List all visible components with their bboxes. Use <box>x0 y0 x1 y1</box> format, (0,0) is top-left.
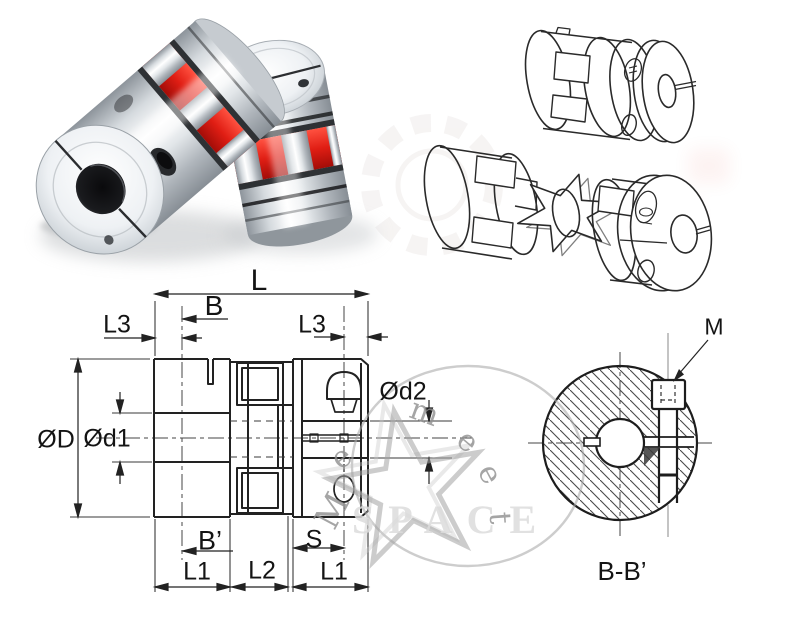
section-label-M: M <box>704 313 724 340</box>
section-view <box>528 333 714 537</box>
assembled-screw-hole <box>621 113 637 137</box>
assembled-slit <box>674 80 697 91</box>
slit-wedge <box>644 447 661 466</box>
dim-label-L2: L2 <box>248 556 276 585</box>
spider-element <box>516 173 624 257</box>
bore-hole <box>75 163 126 215</box>
clamp-screw-head <box>650 378 687 411</box>
dim-label-B-prime: B’ <box>197 525 223 556</box>
photo-coupling-right <box>218 39 353 247</box>
product-photo <box>35 18 378 262</box>
dim-label-L3-right: L3 <box>298 310 326 339</box>
m-leader <box>677 339 709 376</box>
watermark-letter: t <box>482 511 518 525</box>
dim-label-L3-left: L3 <box>103 310 131 339</box>
dimension-drawing <box>70 289 472 592</box>
section-caption: B-B’ <box>597 556 647 586</box>
assembled-drawing <box>524 26 697 144</box>
face-slit <box>54 139 147 238</box>
watermark-faint-text: SPACE <box>352 497 550 542</box>
dim-label-L: L <box>250 264 268 297</box>
dim-label-Od2: Ød2 <box>379 377 427 406</box>
dim-label-L1-left: L1 <box>183 557 211 586</box>
dim-label-Od1: Ød1 <box>83 424 131 453</box>
top-bolt-hole <box>298 79 309 88</box>
exploded-bore <box>670 214 698 254</box>
dim-label-S: S <box>305 525 323 554</box>
exploded-screw-hole <box>637 259 655 283</box>
dim-label-L1-right: L1 <box>320 557 348 586</box>
photo-coupling-left <box>35 18 285 255</box>
star-watermark <box>320 403 486 570</box>
exploded-drawing <box>423 144 713 292</box>
exploded-slit <box>619 225 711 244</box>
watermark-letter: e <box>470 458 509 490</box>
dim-label-OD: ØD <box>37 425 75 454</box>
section-bore <box>594 417 646 469</box>
logo-watermark: SPACE m e e t e M <box>307 364 586 570</box>
dim-label-B: B <box>204 290 224 321</box>
